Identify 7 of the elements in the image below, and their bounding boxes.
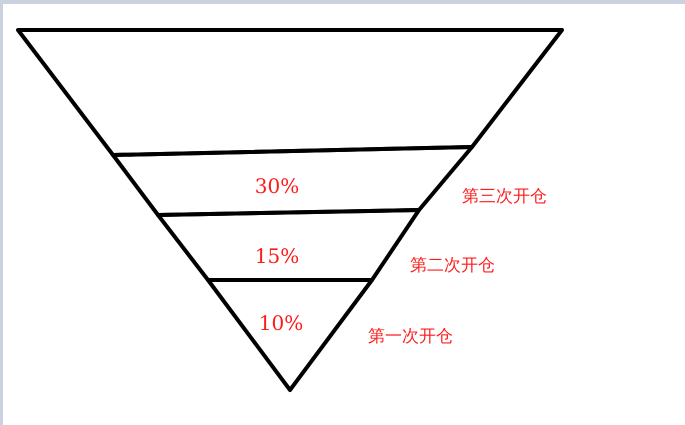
stage-label: 第三次开仓 bbox=[462, 186, 547, 208]
stage-label: 第一次开仓 bbox=[368, 326, 453, 348]
percentage-label: 15% bbox=[254, 244, 300, 268]
percentage-label: 30% bbox=[254, 174, 300, 198]
funnel-band bbox=[18, 30, 562, 155]
stage-label: 第二次开仓 bbox=[410, 254, 495, 276]
percentage-label: 10% bbox=[258, 311, 304, 335]
